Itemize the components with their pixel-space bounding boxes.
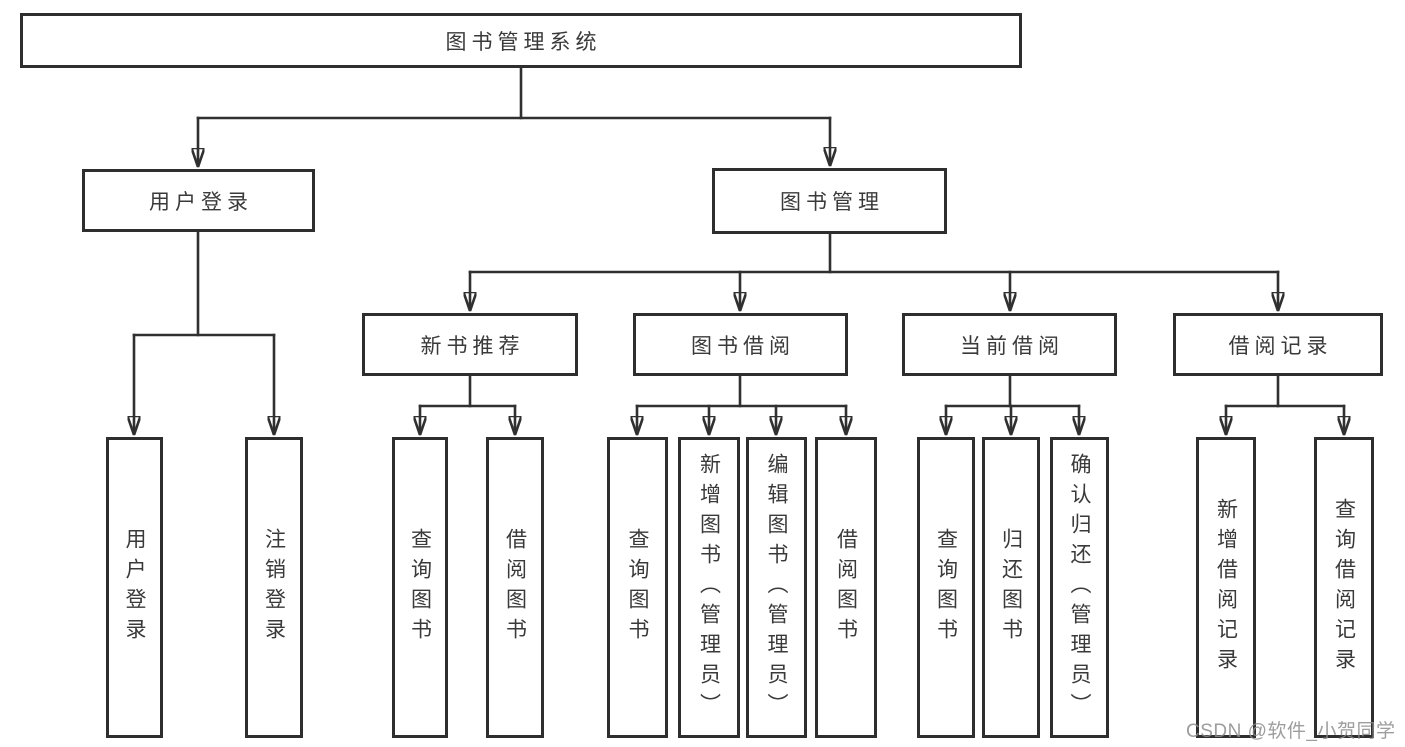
- leaf-query-borrow-record: 查询借阅记录: [1314, 437, 1374, 738]
- leaf-edit-books-admin: 编辑图书（管理员）: [746, 437, 807, 738]
- node-root: 图书管理系统: [20, 13, 1022, 68]
- leaf-add-borrow-record: 新增借阅记录: [1196, 437, 1256, 738]
- leaf-logout: 注销登录: [245, 437, 303, 738]
- node-current-borrowing: 当前借阅: [902, 313, 1117, 376]
- node-book-borrowing: 图书借阅: [633, 313, 848, 376]
- leaf-borrow-books-under-borrowing: 借阅图书: [815, 437, 877, 738]
- node-new-book-recommend: 新书推荐: [362, 313, 578, 376]
- leaf-user-login: 用户登录: [106, 437, 163, 738]
- node-book-management: 图书管理: [712, 168, 947, 234]
- leaf-return-books: 归还图书: [982, 437, 1040, 738]
- node-borrowing-records: 借阅记录: [1173, 313, 1383, 376]
- leaf-query-books-under-current: 查询图书: [917, 437, 975, 738]
- leaf-borrow-books-under-recommend: 借阅图书: [486, 437, 544, 738]
- node-user-login: 用户登录: [82, 169, 315, 232]
- csdn-watermark: CSDN @软件_小贺同学: [1186, 721, 1396, 742]
- leaf-add-books-admin: 新增图书（管理员）: [678, 437, 740, 738]
- leaf-confirm-return-admin: 确认归还（管理员）: [1050, 437, 1109, 738]
- leaf-query-books-under-borrowing: 查询图书: [607, 437, 668, 738]
- leaf-query-books-under-recommend: 查询图书: [392, 437, 448, 738]
